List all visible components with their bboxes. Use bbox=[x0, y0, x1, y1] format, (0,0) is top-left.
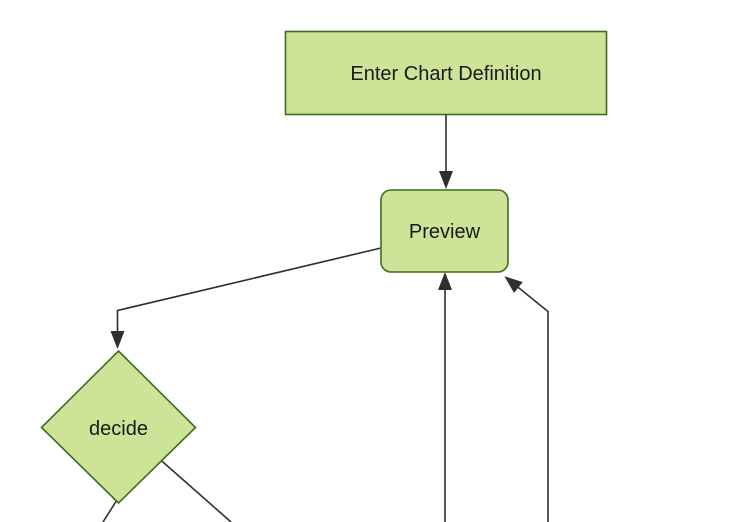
node-decide: decide bbox=[40, 349, 197, 505]
preview-box bbox=[380, 189, 509, 273]
enter-chart-definition-box bbox=[284, 30, 608, 116]
edge-decide-to-offscreen-bottom-left bbox=[102, 501, 117, 522]
preview-label: Preview bbox=[409, 221, 481, 243]
edge-preview-to-decide bbox=[110, 247, 382, 349]
edge-offscreen-to-preview-corner bbox=[504, 276, 549, 522]
decide-diamond bbox=[40, 349, 197, 505]
node-preview: Preview bbox=[380, 189, 509, 273]
enter-chart-definition-label: Enter Chart Definition bbox=[350, 63, 541, 85]
node-enter-chart-definition: Enter Chart Definition bbox=[284, 30, 608, 116]
decide-label: decide bbox=[89, 418, 148, 440]
edge-layer bbox=[102, 115, 549, 522]
edge-decide-to-offscreen-bottom-right bbox=[158, 458, 232, 522]
